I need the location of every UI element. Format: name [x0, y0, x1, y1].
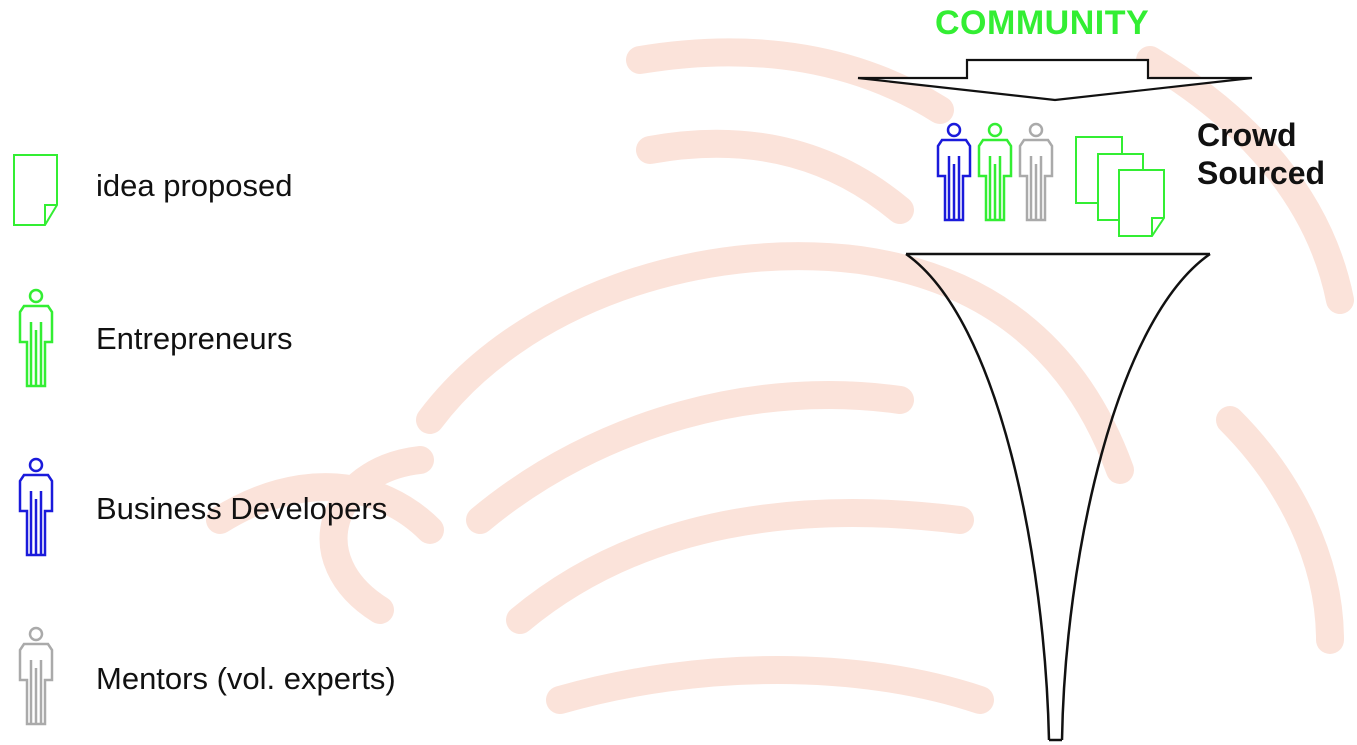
person-icon	[1018, 122, 1054, 222]
community-title: COMMUNITY	[935, 4, 1150, 42]
crowd-sourced-label: Crowd Sourced	[1197, 116, 1325, 192]
document-icon	[13, 154, 58, 226]
person-icon	[18, 457, 54, 557]
legend-label-business-developers: Business Developers	[96, 491, 388, 526]
funnel-shape	[905, 252, 1211, 742]
community-arrow	[857, 58, 1253, 102]
person-icon	[936, 122, 972, 222]
legend-label-idea: idea proposed	[96, 168, 293, 203]
person-icon	[977, 122, 1013, 222]
legend-label-mentors: Mentors (vol. experts)	[96, 661, 396, 696]
crowd-label-line2: Sourced	[1197, 155, 1326, 191]
crowd-label-line1: Crowd	[1197, 117, 1297, 153]
document-icon	[1118, 169, 1165, 237]
legend-icons	[13, 154, 58, 726]
person-icon	[18, 288, 54, 388]
person-icon	[18, 626, 54, 726]
legend-label-entrepreneurs: Entrepreneurs	[96, 321, 293, 356]
